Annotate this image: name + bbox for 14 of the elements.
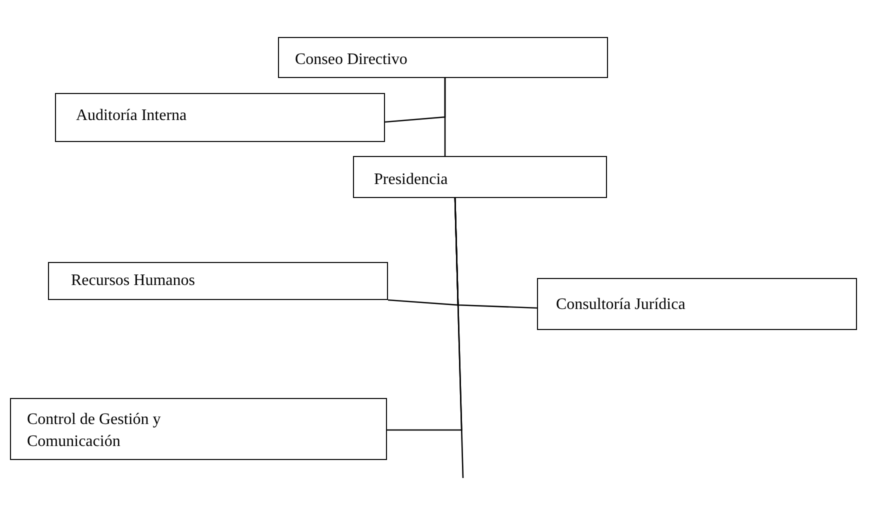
box-label: Auditoría Interna bbox=[76, 106, 188, 126]
org-box bbox=[537, 278, 857, 330]
org-box bbox=[278, 37, 608, 78]
box-label: Consultoría Jurídica bbox=[556, 295, 686, 315]
org-box bbox=[10, 398, 387, 460]
connector-line bbox=[384, 78, 446, 123]
box-label: Presidencia bbox=[374, 170, 449, 190]
box-label: Conseo Directivo bbox=[295, 50, 408, 70]
box-label: Recursos Humanos bbox=[71, 271, 196, 291]
connector-line bbox=[454, 198, 464, 478]
org-box bbox=[48, 262, 388, 300]
org-box bbox=[55, 93, 385, 142]
org-box bbox=[353, 156, 607, 198]
box-label: Control de Gestión y Comunicación bbox=[27, 410, 162, 452]
